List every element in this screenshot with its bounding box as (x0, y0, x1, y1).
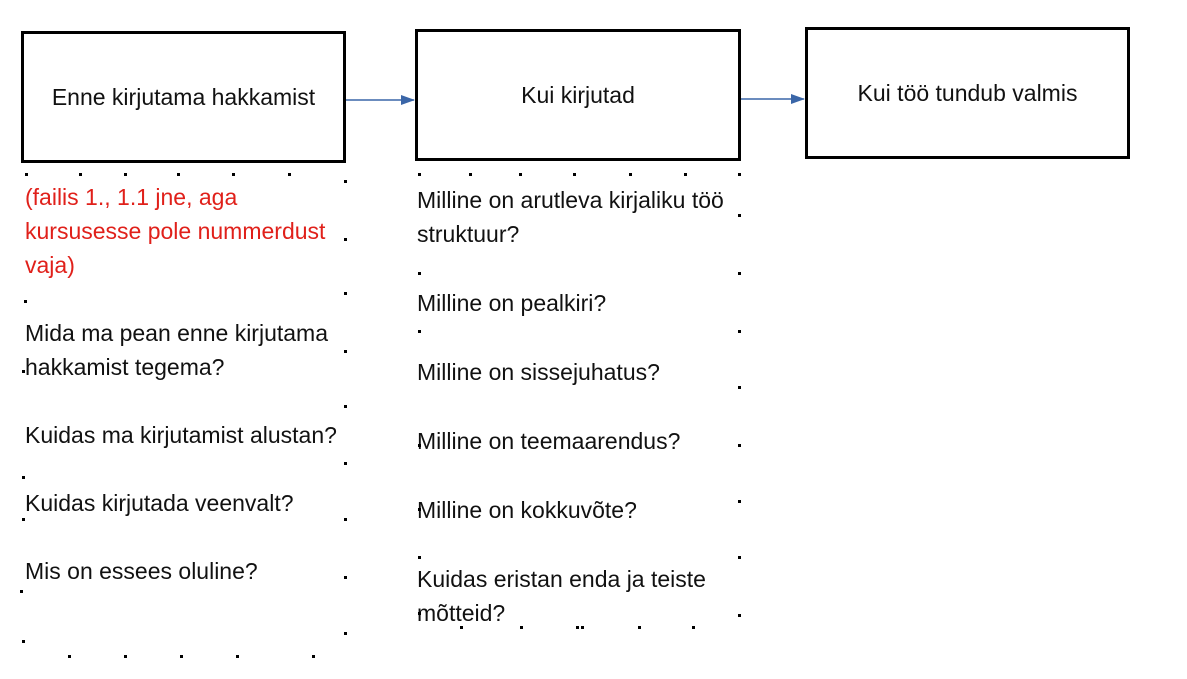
placeholder-dot (344, 462, 347, 465)
placeholder-dot (124, 655, 127, 658)
placeholder-dot (460, 626, 463, 629)
placeholder-dot (738, 386, 741, 389)
box-label: Enne kirjutama hakkamist (51, 83, 316, 110)
numbering-note: (failis 1., 1.1 jne, aga kursusesse pole… (25, 184, 326, 278)
placeholder-dot (418, 508, 421, 511)
placeholder-dot (68, 655, 71, 658)
placeholder-dot (344, 632, 347, 635)
question-how-to-start: Kuidas ma kirjutamist alustan? (25, 422, 337, 448)
placeholder-dot (418, 173, 421, 176)
placeholder-dot (236, 655, 239, 658)
placeholder-dot (738, 500, 741, 503)
box-enne-kirjutama-hakkamist: Enne kirjutama hakkamist (21, 31, 346, 163)
placeholder-dot (692, 626, 695, 629)
placeholder-dot (20, 590, 23, 593)
placeholder-dot (738, 173, 741, 176)
placeholder-dot (418, 556, 421, 559)
placeholder-dot (22, 476, 25, 479)
question-how-to-write-convincingly: Kuidas kirjutada veenvalt? (25, 490, 294, 516)
placeholder-dot (418, 330, 421, 333)
box-kui-kirjutad: Kui kirjutad (415, 29, 741, 161)
placeholder-dot (312, 655, 315, 658)
question-structure: Milline on arutleva kirjaliku töö strukt… (417, 187, 724, 247)
question-conclusion: Milline on kokkuvõte? (417, 497, 637, 523)
question-body: Milline on teemaarendus? (417, 428, 681, 454)
placeholder-dot (22, 370, 25, 373)
placeholder-dot (629, 173, 632, 176)
placeholder-dot (418, 272, 421, 275)
placeholder-dot (344, 518, 347, 521)
placeholder-dot (344, 405, 347, 408)
question-title: Milline on pealkiri? (417, 290, 607, 316)
box-label: Kui töö tundub valmis (857, 79, 1078, 106)
placeholder-dot (519, 173, 522, 176)
question-what-to-do-before: Mida ma pean enne kirjutama hakkamist te… (25, 320, 328, 380)
placeholder-dot (418, 444, 421, 447)
placeholder-dot (25, 173, 28, 176)
placeholder-dot (738, 444, 741, 447)
placeholder-dot (684, 173, 687, 176)
placeholder-dot (24, 300, 27, 303)
placeholder-dot (344, 238, 347, 241)
placeholder-dot (180, 655, 183, 658)
box-kui-too-tundub-valmis: Kui töö tundub valmis (805, 27, 1130, 159)
placeholder-dot (124, 173, 127, 176)
placeholder-dot (344, 350, 347, 353)
question-introduction: Milline on sissejuhatus? (417, 359, 660, 385)
placeholder-dot (581, 626, 584, 629)
placeholder-dot (469, 173, 472, 176)
column-before-writing: (failis 1., 1.1 jne, aga kursusesse pole… (25, 180, 345, 588)
placeholder-dot (177, 173, 180, 176)
question-what-matters-in-essay: Mis on essees oluline? (25, 558, 258, 584)
placeholder-dot (344, 180, 347, 183)
placeholder-dot (738, 214, 741, 217)
placeholder-dot (344, 576, 347, 579)
placeholder-dot (520, 626, 523, 629)
placeholder-dot (418, 612, 421, 615)
placeholder-dot (573, 173, 576, 176)
box-label: Kui kirjutad (521, 81, 635, 108)
placeholder-dot (738, 272, 741, 275)
placeholder-dot (22, 518, 25, 521)
placeholder-dot (576, 626, 579, 629)
column-while-writing: Milline on arutleva kirjaliku töö strukt… (417, 183, 747, 630)
placeholder-dot (22, 640, 25, 643)
placeholder-dot (344, 292, 347, 295)
placeholder-dot (738, 614, 741, 617)
placeholder-dot (232, 173, 235, 176)
placeholder-dot (79, 173, 82, 176)
placeholder-dot (738, 556, 741, 559)
placeholder-dot (288, 173, 291, 176)
placeholder-dot (738, 330, 741, 333)
question-own-vs-others-ideas: Kuidas eristan enda ja teiste mõtteid? (417, 566, 706, 626)
placeholder-dot (638, 626, 641, 629)
